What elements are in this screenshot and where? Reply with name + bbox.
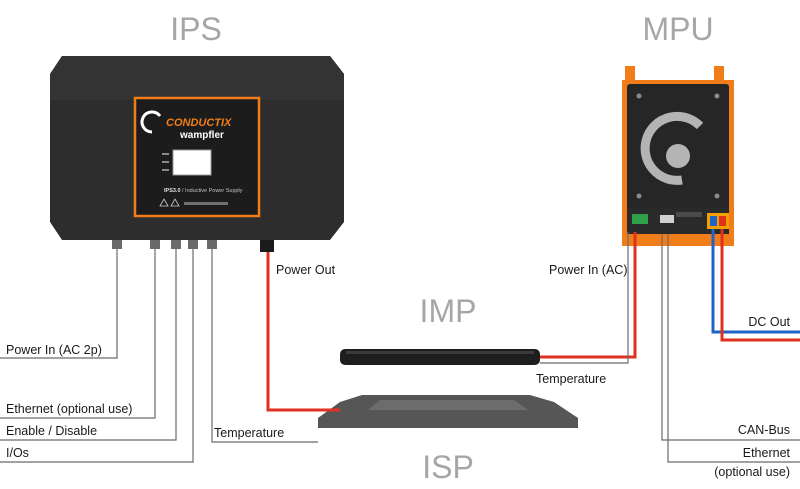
brand-text: CONDUCTIX [166,117,232,129]
temperature-imp-label: Temperature [536,372,606,386]
can-bus-wire [661,234,800,441]
temperature-isp-label: Temperature [214,426,284,440]
power-in-ac-2p-wire [0,249,118,359]
conductix-swirl-logo [640,111,704,185]
imp-highlight [346,351,534,354]
dc-terminal-plus [719,216,726,226]
isp-pad-top [368,400,528,410]
ips-connector [112,240,122,249]
power-out-cable [266,252,340,412]
imp-title: IMP [420,293,477,329]
temperature-imp-wire [540,232,629,364]
isp-device [318,395,578,428]
temperature-isp-wire [211,249,318,443]
mpu-device [622,66,734,246]
ethernet-mpu-wire [667,234,800,463]
dc-out-label: DC Out [748,315,790,329]
ips-display [172,149,212,176]
status-led [162,161,169,163]
dc-out-minus-line [711,229,800,334]
enable-disable-label: Enable / Disable [6,424,97,438]
sub-brand-text: wampfler [179,130,224,141]
ethernet-optional-label: Ethernet (optional use) [6,402,132,416]
screw [636,193,642,199]
warning-icon [170,198,180,207]
ips-connector [150,240,160,249]
screw [714,93,720,99]
ios-wire [0,249,194,463]
status-led [162,169,169,171]
status-led [162,153,169,155]
ethernet-optional-wire [0,249,156,419]
ios-label: I/Os [6,446,29,460]
mpu-mount-tab [714,66,724,82]
rj45-port [660,215,674,223]
ips-connector [171,240,181,249]
model-text: IPS3.0 [164,188,181,194]
mpu-mount-tab [625,66,635,82]
power-in-ac-2p-label: Power In (AC 2p) [6,343,102,357]
conductix-logo: CONDUCTIX wampfler [140,110,232,141]
ips-power-out-connector [260,240,274,252]
power-in-ac-label: Power In (AC) [549,263,628,277]
ips-connector [188,240,198,249]
isp-title: ISP [422,449,474,485]
model-desc-text: / Inductive Power Supply [182,188,243,194]
dc-out-plus-line [720,229,800,342]
dc-terminal-minus [710,216,717,226]
imp-device [340,349,540,365]
ips-device: CONDUCTIX wampfler IPS3.0 / Inductive Po… [50,56,344,252]
ethernet-mpu-label: Ethernet [743,446,791,460]
ips-title: IPS [170,11,222,47]
connector-slot [676,212,702,217]
ips-housing-top [50,56,344,100]
ips-connector [207,240,217,249]
enable-disable-wire [0,249,177,441]
mpu-title: MPU [642,11,713,47]
screw [636,93,642,99]
ac-terminal-block [632,214,648,224]
power-out-label: Power Out [276,263,336,277]
warning-icon [159,198,169,207]
screw [714,193,720,199]
power-in-cable [540,232,637,359]
optional-use-label: (optional use) [714,465,790,479]
label-strip [184,202,228,205]
can-bus-label: CAN-Bus [738,423,790,437]
isp-pad [318,395,578,428]
